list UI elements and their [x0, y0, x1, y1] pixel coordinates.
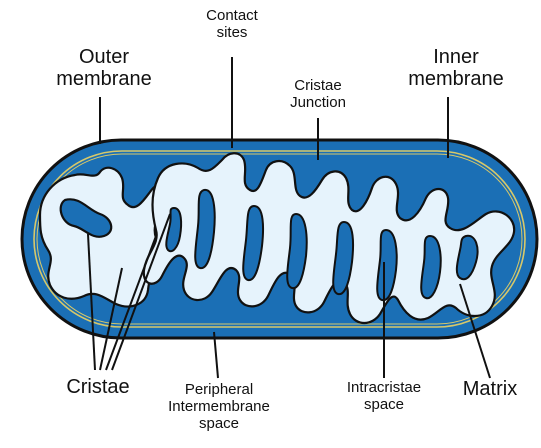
label-contact-sites: Contact sites: [194, 8, 270, 42]
label-cristae: Cristae: [48, 376, 148, 398]
label-inner-membrane-line1: Inner: [400, 46, 512, 68]
label-outer-membrane: Outer membrane: [48, 46, 160, 91]
label-intracristae-line2: space: [328, 397, 440, 414]
label-peripheral-intermembrane-space: Peripheral Intermembrane space: [160, 382, 278, 432]
label-matrix-text: Matrix: [450, 378, 530, 400]
label-inner-membrane-line2: membrane: [400, 68, 512, 90]
label-cristae-text: Cristae: [48, 376, 148, 398]
label-intracristae-line1: Intracristae: [328, 380, 440, 397]
label-peripheral-line1: Peripheral: [160, 382, 278, 399]
label-peripheral-line3: space: [160, 416, 278, 433]
label-contact-sites-line2: sites: [194, 25, 270, 42]
label-cristae-junction-line1: Cristae: [276, 78, 360, 95]
label-inner-membrane: Inner membrane: [400, 46, 512, 91]
label-cristae-junction-line2: Junction: [276, 95, 360, 112]
label-cristae-junction: Cristae Junction: [276, 78, 360, 112]
label-matrix: Matrix: [450, 378, 530, 400]
label-outer-membrane-line2: membrane: [48, 68, 160, 90]
label-outer-membrane-line1: Outer: [48, 46, 160, 68]
label-contact-sites-line1: Contact: [194, 8, 270, 25]
label-intracristae-space: Intracristae space: [328, 380, 440, 414]
label-peripheral-line2: Intermembrane: [160, 399, 278, 416]
